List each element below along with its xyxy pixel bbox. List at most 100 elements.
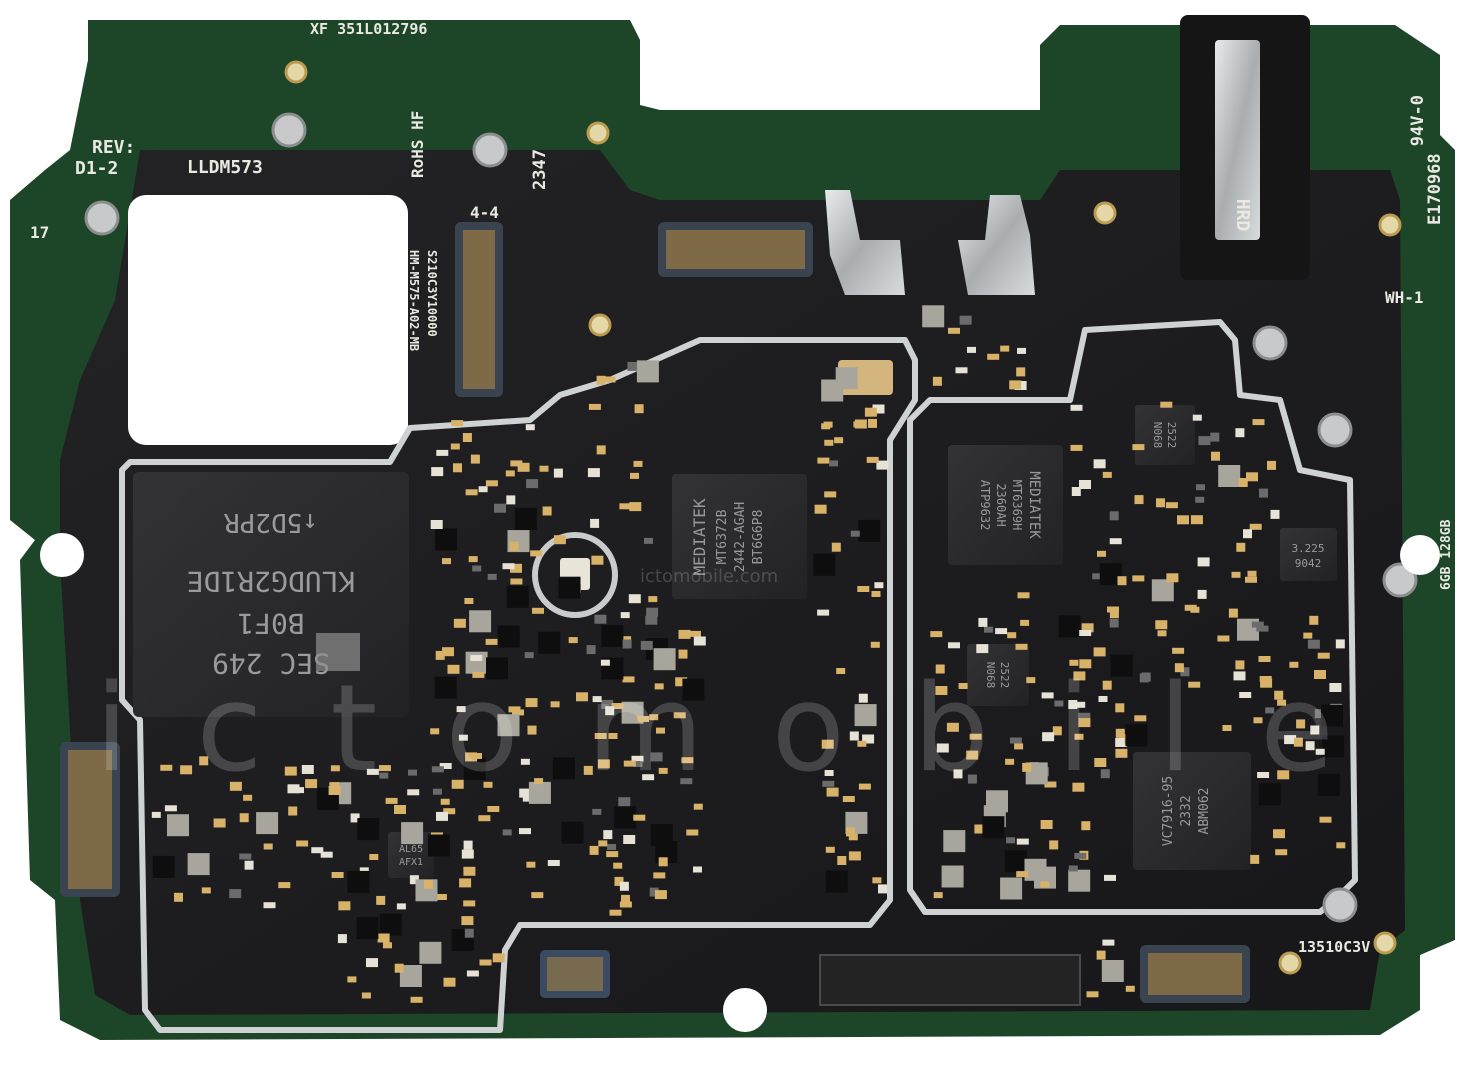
- small-chip-c: [1280, 528, 1337, 581]
- smd-component: [1256, 625, 1269, 632]
- smd-component: [849, 731, 859, 741]
- smd-component: [588, 403, 601, 410]
- smd-component: [622, 676, 635, 683]
- smd-component: [552, 757, 575, 780]
- smd-component: [681, 757, 694, 764]
- smd-component: [653, 872, 666, 879]
- smd-component: [1058, 615, 1081, 638]
- smd-component: [1044, 781, 1057, 788]
- smd-component: [1049, 840, 1059, 850]
- smd-component: [649, 887, 659, 897]
- smd-component: [510, 563, 522, 573]
- smd-component: [256, 812, 279, 835]
- smd-component: [649, 714, 659, 721]
- smd-component: [1307, 639, 1320, 649]
- smd-component: [320, 851, 333, 858]
- pmic-chip: [1133, 752, 1251, 870]
- smd-component: [1277, 699, 1287, 706]
- smd-component: [1094, 758, 1107, 767]
- smd-component: [589, 845, 599, 855]
- smd-component: [494, 503, 506, 513]
- smd-component: [485, 480, 498, 487]
- wh-label: WH-1: [1385, 288, 1424, 307]
- smd-component: [379, 913, 402, 936]
- smd-component: [408, 769, 417, 776]
- smd-component: [857, 740, 867, 747]
- smd-component: [613, 862, 623, 869]
- smd-component: [829, 460, 839, 467]
- smd-component: [622, 639, 632, 649]
- smd-component: [305, 779, 318, 789]
- smd-component: [436, 811, 448, 821]
- smd-component: [1335, 639, 1345, 649]
- smd-component: [1174, 663, 1184, 673]
- connector-bottom-fpc: [819, 954, 1081, 1006]
- smd-component: [620, 612, 630, 619]
- smd-component: [587, 468, 600, 478]
- smd-component: [542, 506, 552, 516]
- smd-component: [434, 894, 447, 900]
- smd-component: [547, 860, 560, 866]
- smd-component: [1093, 459, 1106, 469]
- smd-component: [377, 933, 390, 943]
- smd-component: [967, 774, 977, 784]
- small-chip-d-line1: AL65: [399, 844, 423, 855]
- date-code-label: 2347: [530, 149, 550, 190]
- smd-component: [953, 769, 963, 779]
- smd-component: [1247, 570, 1257, 577]
- smd-component: [435, 528, 458, 551]
- smd-component: [458, 734, 468, 741]
- smd-component: [603, 376, 616, 383]
- smd-component: [583, 765, 593, 775]
- smd-component: [1177, 515, 1189, 525]
- smd-component: [378, 765, 391, 772]
- smd-component: [1134, 715, 1147, 722]
- smd-component: [878, 884, 887, 894]
- smd-component: [464, 598, 474, 604]
- smd-component: [431, 467, 444, 477]
- smd-component: [1024, 858, 1047, 881]
- smd-component: [180, 765, 193, 775]
- memory-chip-label: SEC 249 B0F1 KLUDG2R1DE ↑5D2PR: [187, 507, 356, 680]
- smd-component: [525, 424, 535, 431]
- smd-component: [955, 367, 968, 374]
- smd-component: [1314, 670, 1326, 679]
- smd-component: [538, 631, 561, 654]
- pmic-chip-line2: 2332: [1179, 795, 1194, 826]
- smd-component: [653, 648, 676, 671]
- smd-component: [846, 827, 855, 837]
- smd-component: [1231, 571, 1241, 578]
- smd-component: [347, 870, 370, 893]
- smd-component: [1117, 576, 1127, 586]
- smd-component: [1259, 488, 1268, 498]
- smd-component: [654, 890, 667, 900]
- smd-component: [831, 542, 841, 552]
- smd-component: [296, 840, 309, 847]
- smd-component: [394, 963, 404, 973]
- smd-component: [658, 857, 668, 867]
- smd-component: [1016, 367, 1026, 377]
- smd-component: [524, 652, 534, 659]
- smd-component: [1079, 480, 1091, 489]
- smd-component: [959, 315, 972, 325]
- smd-component: [1273, 829, 1285, 839]
- smd-component: [1296, 719, 1306, 729]
- smd-component: [1195, 496, 1205, 503]
- smd-component: [621, 894, 630, 904]
- smd-component: [1235, 660, 1245, 670]
- smd-component: [1197, 589, 1207, 599]
- smd-component: [213, 818, 226, 828]
- smd-component: [451, 420, 464, 427]
- smd-component: [509, 541, 519, 551]
- smd-component: [932, 376, 942, 386]
- smd-component: [1000, 345, 1010, 352]
- smd-component: [689, 630, 701, 637]
- smd-component: [1009, 737, 1022, 744]
- smd-component: [995, 628, 1008, 635]
- smd-component: [607, 844, 617, 850]
- smd-component: [508, 706, 521, 713]
- smd-component: [357, 818, 380, 841]
- smd-component: [1184, 604, 1197, 611]
- smd-component: [1172, 647, 1185, 654]
